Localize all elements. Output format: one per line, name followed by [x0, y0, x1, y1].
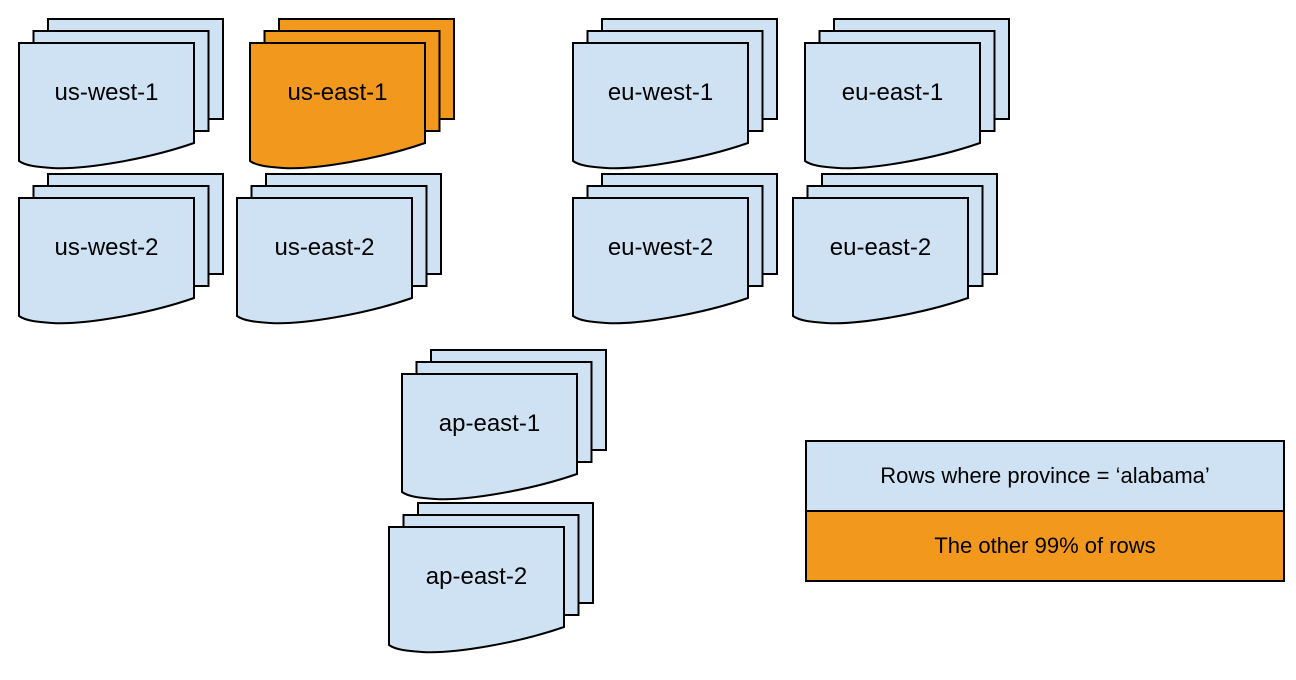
region-stack-ap-east-1: ap-east-1 — [401, 349, 607, 503]
region-stack-eu-west-2: eu-west-2 — [572, 173, 778, 327]
region-label: us-east-1 — [287, 79, 388, 106]
region-label: ap-east-2 — [425, 563, 528, 590]
multiple-documents-shape — [18, 18, 224, 170]
multiple-documents-shape — [18, 173, 224, 325]
region-label: us-east-2 — [274, 234, 375, 261]
region-label: ap-east-1 — [438, 410, 541, 437]
region-stack-eu-east-2: eu-east-2 — [792, 173, 998, 327]
legend: Rows where province = ‘alabama’ The othe… — [805, 440, 1285, 582]
region-stack-eu-east-1: eu-east-1 — [804, 18, 1010, 172]
region-label: us-west-2 — [54, 234, 159, 261]
region-label: eu-east-1 — [841, 79, 944, 106]
region-stack-ap-east-2: ap-east-2 — [388, 502, 594, 656]
multiple-documents-shape — [804, 18, 1010, 170]
multiple-documents-shape — [249, 18, 455, 170]
multiple-documents-shape — [792, 173, 998, 325]
region-label: eu-west-2 — [607, 234, 714, 261]
region-stack-us-west-1: us-west-1 — [18, 18, 224, 172]
legend-row-alabama-rows: Rows where province = ‘alabama’ — [807, 442, 1283, 510]
region-label: eu-west-1 — [607, 79, 714, 106]
region-stack-eu-west-1: eu-west-1 — [572, 18, 778, 172]
region-label: us-west-1 — [54, 79, 159, 106]
multiple-documents-shape — [401, 349, 607, 501]
multiple-documents-shape — [388, 502, 594, 654]
legend-row-label: Rows where province = ‘alabama’ — [880, 463, 1210, 488]
region-stack-us-east-2: us-east-2 — [236, 173, 442, 327]
region-stack-us-east-1: us-east-1 — [249, 18, 455, 172]
legend-row-other-rows: The other 99% of rows — [807, 510, 1283, 580]
multiple-documents-shape — [572, 173, 778, 325]
legend-row-label: The other 99% of rows — [934, 533, 1156, 558]
region-stack-us-west-2: us-west-2 — [18, 173, 224, 327]
multiple-documents-shape — [572, 18, 778, 170]
multiple-documents-shape — [236, 173, 442, 325]
region-label: eu-east-2 — [829, 234, 932, 261]
